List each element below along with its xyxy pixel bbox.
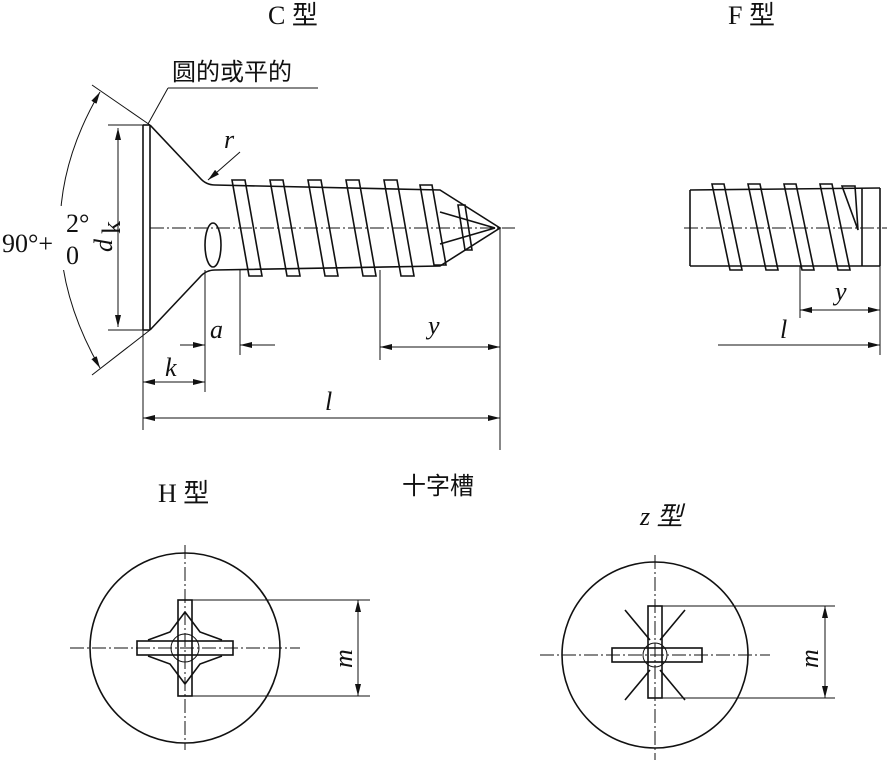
h-dim-m-label: m [329, 649, 358, 668]
angle-label: 90°+ [2, 229, 53, 258]
f-type-title: F 型 [728, 1, 775, 30]
z-type-view: z 型 m [540, 502, 835, 760]
c-type-view: C 型 圆的或平的 r d [0, 1, 515, 450]
head-diameter-label: d [89, 238, 118, 252]
f-dim-y-label: y [832, 277, 847, 306]
pozidriv-recess [611, 605, 703, 701]
dim-y-label: y [425, 311, 440, 340]
recess-label: 十字槽 [402, 472, 474, 500]
dim-a-label: a [210, 315, 223, 344]
dim-l-label: l [325, 387, 332, 416]
dim-k-label: k [165, 353, 177, 382]
c-type-title: C 型 [268, 1, 318, 30]
radius-label: r [224, 125, 235, 154]
z-type-title: z 型 [639, 502, 686, 531]
f-dim-l-label: l [780, 315, 787, 344]
screw-thread [204, 179, 502, 277]
z-dim-m-label: m [795, 649, 824, 668]
angle-tolerance-lower: 0 [66, 241, 79, 270]
screw-head [142, 124, 216, 331]
h-type-view: H 型 十字槽 m [70, 472, 474, 750]
head-diameter-subscript: k [97, 221, 126, 234]
h-type-title: H 型 [158, 479, 209, 508]
angle-tolerance-upper: 2° [66, 209, 89, 238]
f-type-view: F 型 y l [684, 1, 887, 355]
head-note: 圆的或平的 [172, 58, 292, 86]
phillips-recess [136, 599, 234, 697]
